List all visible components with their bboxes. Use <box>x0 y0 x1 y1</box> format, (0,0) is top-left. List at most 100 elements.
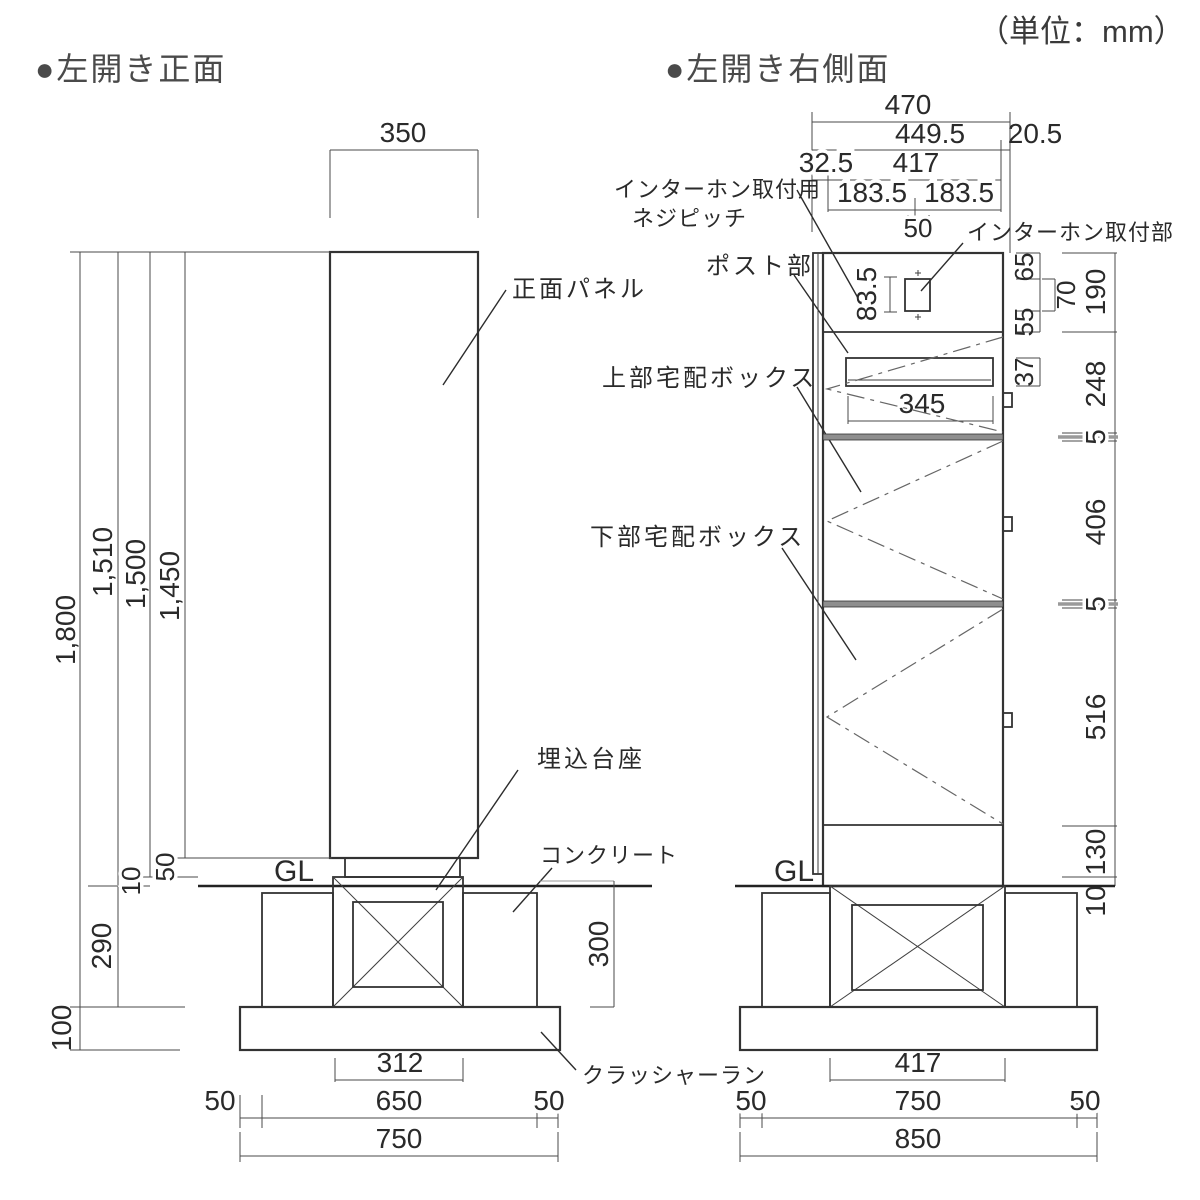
dim-side-183-rear: 183.5 <box>924 177 994 208</box>
dim-front-height-1500: 1,500 <box>120 539 151 609</box>
side-latch-upper <box>1002 516 1013 532</box>
front-crusher-label: クラッシャーラン <box>582 1063 766 1088</box>
dim-side-10: 10 <box>1080 885 1111 916</box>
dim-side-190: 190 <box>1080 269 1111 316</box>
dim-front-foundation-depth: 290 <box>86 923 117 970</box>
front-panel-leader <box>442 289 507 386</box>
dim-side-183-front: 183.5 <box>837 177 907 208</box>
dim-side-70: 70 <box>1051 281 1081 310</box>
side-intercom-offset-dim <box>884 276 897 313</box>
side-view-title: ●左開き右側面 <box>665 51 890 87</box>
side-lower-box-label: 下部宅配ボックス <box>590 524 805 551</box>
dim-front-margin-left: 50 <box>204 1085 235 1116</box>
dim-side-margin-left: 50 <box>735 1085 766 1116</box>
dim-side-516: 516 <box>1080 694 1111 741</box>
side-body <box>821 251 1005 888</box>
front-pedestal-cross <box>332 876 464 1008</box>
dim-side-32: 32.5 <box>799 147 854 178</box>
front-crusher-leader <box>540 1031 577 1071</box>
front-top-width-dim <box>329 149 479 218</box>
front-view-title: ●左開き正面 <box>35 51 226 87</box>
dim-side-concrete-width: 750 <box>895 1085 942 1116</box>
dim-side-slot-width: 345 <box>899 388 946 419</box>
dim-side-margin-right: 50 <box>1069 1085 1100 1116</box>
dim-side-20: 20.5 <box>1008 118 1063 149</box>
side-right-dims <box>1016 252 1117 886</box>
dim-side-screw-pitch: 50 <box>904 213 933 243</box>
side-intercom-box <box>904 278 931 312</box>
side-concrete-right <box>1004 892 1078 1008</box>
side-divider-lower <box>822 600 1004 608</box>
front-concrete-right <box>462 892 538 1008</box>
dim-front-top-width: 350 <box>380 117 427 148</box>
dim-front-panel-height: 1,450 <box>154 551 185 621</box>
side-latch-post <box>1002 392 1013 408</box>
front-concrete-leader <box>512 867 553 913</box>
side-post-door-swing <box>824 336 1004 433</box>
side-pedestal-core-hatched <box>851 904 984 991</box>
front-gl-label: GL <box>274 855 314 888</box>
side-post-slot <box>845 357 994 387</box>
dim-side-5-upper: 5 <box>1080 429 1111 445</box>
side-upper-box-label: 上部宅配ボックス <box>602 365 817 392</box>
side-bottom-dims <box>739 1058 1098 1162</box>
front-bottom-dims <box>239 1058 559 1162</box>
side-lower-door-swing <box>825 608 1004 825</box>
side-screw-leader <box>796 189 859 299</box>
dim-front-height-total: 1,800 <box>50 595 81 665</box>
dim-side-total-width: 850 <box>895 1123 942 1154</box>
dim-side-417: 417 <box>893 147 940 178</box>
dim-side-depth-total: 470 <box>885 89 932 120</box>
side-view: 470 449.5 20.5 32.5 417 183.5 183.5 50 イ… <box>590 89 1174 1162</box>
dim-front-height-1510: 1,510 <box>87 527 118 597</box>
side-latch-lower <box>1002 712 1013 728</box>
side-gl-label: GL <box>774 855 814 888</box>
side-intercom-leader <box>920 242 964 292</box>
dim-front-foundation-height: 300 <box>583 921 614 968</box>
front-view: 350 正面パネル 1,800 1,510 1,500 1,450 50 10 … <box>46 117 766 1162</box>
side-slot-width-dim <box>847 396 994 424</box>
front-panel-label: 正面パネル <box>512 276 647 303</box>
front-concrete-left <box>261 892 334 1008</box>
dim-side-pedestal-width: 417 <box>895 1047 942 1078</box>
dim-side-406: 406 <box>1080 499 1111 546</box>
unit-note: （単位：mm） <box>978 14 1185 49</box>
dim-front-concrete-width: 650 <box>376 1085 423 1116</box>
dim-front-margin-right: 50 <box>533 1085 564 1116</box>
dim-side-130: 130 <box>1080 829 1111 876</box>
dim-side-55: 55 <box>1009 308 1039 337</box>
front-panel <box>328 250 480 860</box>
dim-side-65: 65 <box>1009 253 1039 282</box>
dim-front-crusher-depth: 100 <box>46 1005 77 1052</box>
dim-front-total-width: 750 <box>376 1123 423 1154</box>
dim-front-pedestal-width: 312 <box>377 1047 424 1078</box>
side-screw-label-2: ネジピッチ <box>632 206 747 231</box>
dim-front-gap-10: 10 <box>116 867 146 896</box>
front-pedestal-core-hatched <box>352 901 444 988</box>
front-pedestal-leader <box>435 769 519 891</box>
side-concrete-left <box>761 892 831 1008</box>
dim-side-37: 37 <box>1009 358 1039 387</box>
front-crusher-run-slab <box>238 1005 562 1052</box>
side-intercom-label: インターホン取付部 <box>967 220 1174 245</box>
front-pedestal-label: 埋込台座 <box>537 746 645 773</box>
side-screw-label-1: インターホン取付用 <box>614 177 821 202</box>
dim-side-intercom-offset: 83.5 <box>851 267 882 322</box>
side-post-leader <box>793 274 849 354</box>
side-screw-marks <box>915 270 921 320</box>
side-pedestal-cross <box>829 885 1006 1008</box>
side-post-label: ポスト部 <box>706 253 814 280</box>
dim-side-5-lower: 5 <box>1080 596 1111 612</box>
side-upper-door-swing <box>825 440 1004 600</box>
side-top-dims <box>811 112 1011 253</box>
side-divider-upper <box>822 433 1004 441</box>
front-height-dims <box>70 251 332 1051</box>
front-pedestal-above-gl <box>344 857 461 878</box>
dim-front-base-above-gl: 50 <box>150 853 180 882</box>
side-lower-box-leader <box>781 547 857 661</box>
front-concrete-label: コンクリート <box>540 843 678 868</box>
dim-side-449: 449.5 <box>895 118 965 149</box>
side-crusher-run-slab <box>738 1005 1099 1052</box>
